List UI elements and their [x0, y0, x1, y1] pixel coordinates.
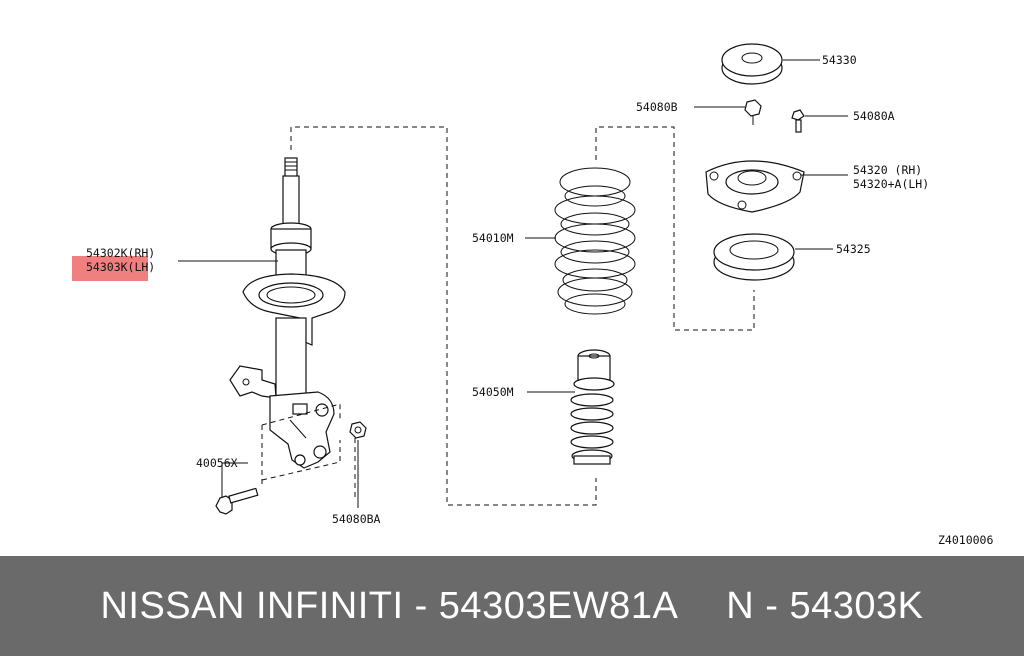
brand-part-number: NISSAN INFINITI - 54303EW81A: [100, 584, 679, 627]
mount-54320: [705, 160, 805, 213]
nut-54080ba: [349, 421, 367, 439]
insulator-54325: [713, 233, 795, 281]
part-number-banner: NISSAN INFINITI - 54303EW81A N - 54303K: [0, 556, 1024, 656]
oem-part-number: N - 54303K: [726, 584, 924, 627]
coil-spring: [554, 167, 636, 315]
cap-54330: [721, 43, 783, 85]
label-54080b: 54080B: [636, 100, 678, 114]
nut-54080b: [744, 99, 762, 125]
label-54010m: 54010M: [472, 231, 514, 245]
bump-stopper: [570, 349, 615, 465]
bolt-40056x: [215, 487, 259, 515]
strut-assembly: [229, 157, 346, 469]
label-54330: 54330: [822, 53, 857, 67]
label-54050m: 54050M: [472, 385, 514, 399]
label-54302k: 54302K(RH): [86, 246, 155, 260]
highlight-54303k: [72, 256, 148, 281]
label-54080ba: 54080BA: [332, 512, 381, 526]
label-40056x: 40056X: [196, 456, 238, 470]
label-54320-rh: 54320 (RH): [853, 163, 922, 177]
label-54320-lh: 54320+A(LH): [853, 177, 929, 191]
label-54080a: 54080A: [853, 109, 895, 123]
parts-diagram: 54330 54080B 54080A 54320 (RH) 54320+A(L…: [72, 43, 993, 547]
bolt-54080a: [791, 109, 805, 133]
diagram-code: Z4010006: [938, 533, 993, 547]
label-54303k: 54303K(LH): [86, 260, 155, 274]
label-54325: 54325: [836, 242, 871, 256]
